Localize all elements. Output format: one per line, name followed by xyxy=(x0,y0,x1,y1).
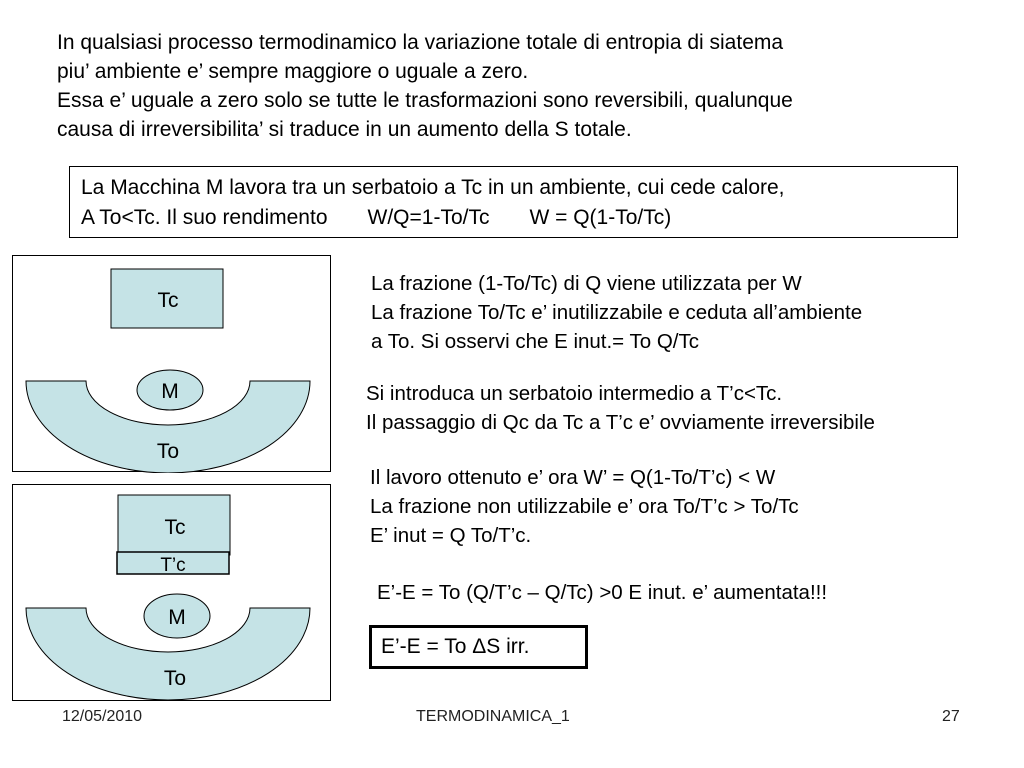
intermediate-line-2: Il passaggio di Qc da Tc a T’c e’ ovviam… xyxy=(366,411,875,434)
fractions-line-3: a To. Si osservi che E inut.= To Q/Tc xyxy=(371,330,699,353)
result-text: E’-E = To ΔS irr. xyxy=(381,635,530,658)
cold-reservoir-arc xyxy=(25,607,311,701)
machine-label: M xyxy=(161,380,179,403)
intro-line-1: In qualsiasi processo termodinamico la v… xyxy=(57,31,784,54)
cold-reservoir-arc xyxy=(25,380,311,474)
machine-label: M xyxy=(168,606,186,629)
machine-circle xyxy=(136,369,204,411)
diagram-intermediate-svg: Tc T’c M To xyxy=(25,494,311,701)
work-line-3: E’ inut = Q To/T’c. xyxy=(370,524,532,547)
footer-date: 12/05/2010 xyxy=(62,708,143,725)
diagram-simple-engine: Tc M To xyxy=(12,255,331,474)
hot-reservoir-label: Tc xyxy=(158,289,179,312)
hot-reservoir-rect xyxy=(117,494,231,556)
cold-reservoir-label: To xyxy=(164,667,186,690)
footer-title: TERMODINAMICA_1 xyxy=(416,708,570,725)
fractions-line-1: La frazione (1-To/Tc) di Q viene utilizz… xyxy=(371,272,802,295)
box-text-efficiency-formula: W/Q=1-To/Tc xyxy=(367,206,490,229)
text-block-work: Il lavoro ottenuto e’ ora W’ = Q(1-To/T’… xyxy=(370,463,799,550)
text-block-conclusion: E’-E = To (Q/T’c – Q/Tc) >0 E inut. e’ a… xyxy=(377,578,827,607)
work-line-1: Il lavoro ottenuto e’ ora W’ = Q(1-To/T’… xyxy=(370,466,776,489)
box-text-work-formula: W = Q(1-To/Tc) xyxy=(529,206,672,229)
machine-circle xyxy=(143,593,211,639)
diagram-simple-engine-svg: Tc M To xyxy=(25,268,311,474)
work-line-2: La frazione non utilizzabile e’ ora To/T… xyxy=(370,495,799,518)
hot-reservoir-label: Tc xyxy=(165,516,186,539)
hot-reservoir-rect xyxy=(110,268,224,329)
intro-line-4: causa di irreversibilita’ si traduce in … xyxy=(57,118,632,141)
intermediate-line-1: Si introduca un serbatoio intermedio a T… xyxy=(366,382,783,405)
box-line-1: La Macchina M lavora tra un serbatoio a … xyxy=(81,176,785,199)
fractions-line-2: La frazione To/Tc e’ inutilizzabile e ce… xyxy=(371,301,863,324)
machine-statement-box: La Macchina M lavora tra un serbatoio a … xyxy=(69,166,958,238)
text-block-fractions: La frazione (1-To/Tc) di Q viene utilizz… xyxy=(371,269,862,356)
cold-reservoir-label: To xyxy=(157,440,179,463)
intro-line-3: Essa e’ uguale a zero solo se tutte le t… xyxy=(57,89,793,112)
text-block-intermediate: Si introduca un serbatoio intermedio a T… xyxy=(366,379,875,437)
intermediate-reservoir-rect xyxy=(116,551,230,575)
box-text-efficiency-label: A To<Tc. Il suo rendimento xyxy=(81,206,328,229)
diagram-intermediate-reservoir: Tc T’c M To xyxy=(12,484,331,701)
intro-line-2: piu’ ambiente e’ sempre maggiore o ugual… xyxy=(57,60,529,83)
intermediate-reservoir-label: T’c xyxy=(160,555,185,576)
footer-page-number: 27 xyxy=(942,708,960,725)
result-box: E’-E = To ΔS irr. xyxy=(369,625,588,669)
box-line-2: A To<Tc. Il suo rendimento W/Q=1-To/Tc W =… xyxy=(81,203,957,233)
conclusion-line: E’-E = To (Q/T’c – Q/Tc) >0 E inut. e’ a… xyxy=(377,581,828,604)
intro-text: In qualsiasi processo termodinamico la v… xyxy=(57,28,997,144)
